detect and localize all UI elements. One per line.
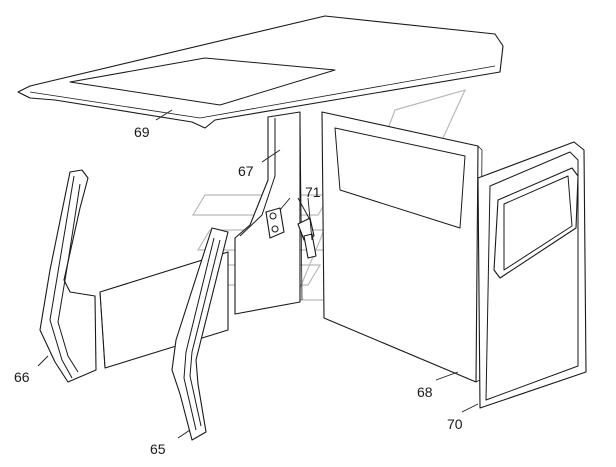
callout-66: 66 (14, 369, 30, 385)
fastener-hardware (265, 207, 317, 259)
callout-70: 70 (447, 416, 463, 432)
callout-68: 68 (417, 384, 433, 400)
rear-pillar-trim (171, 227, 229, 441)
callout-67: 67 (238, 163, 254, 179)
roof-panel (17, 15, 504, 129)
door-inner-panel (321, 111, 483, 383)
callout-69: 69 (134, 124, 150, 140)
callout-71: 71 (305, 184, 321, 200)
callout-65: 65 (150, 441, 166, 457)
leader-lines (37, 109, 479, 439)
front-pillar-trim (39, 169, 97, 383)
door-frame (477, 141, 587, 409)
